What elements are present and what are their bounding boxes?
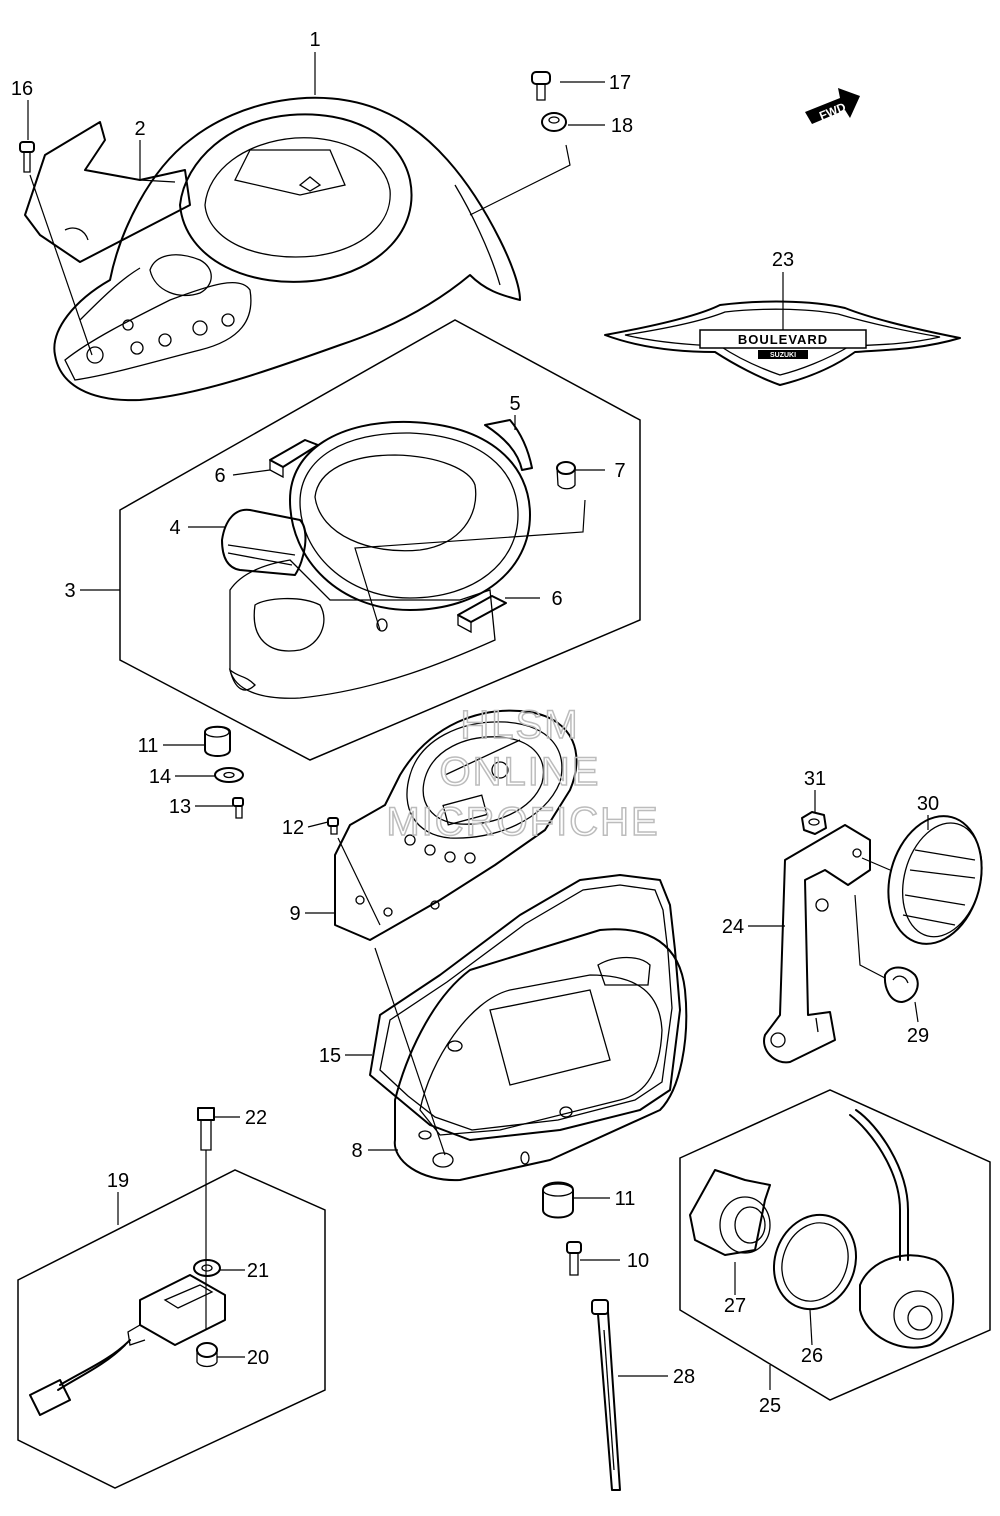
part-1-meter-cover xyxy=(53,96,521,402)
label-26: 26 xyxy=(801,1345,823,1367)
part-number-labels: 1 2 3 4 5 6 6 7 8 9 10 11 11 12 13 14 15… xyxy=(11,29,939,1417)
leader-12-to-8 xyxy=(374,947,446,1156)
label-23: 23 xyxy=(772,249,794,271)
label-24: 24 xyxy=(722,916,744,938)
part-29-clamp xyxy=(854,894,919,1003)
label-29: 29 xyxy=(907,1025,929,1047)
part-11-grommet-lower xyxy=(542,1181,574,1219)
part-28-cable-tie xyxy=(591,1299,621,1491)
part-6-cushion-lower xyxy=(457,595,507,634)
part-5-seal xyxy=(484,419,533,471)
label-11-upper: 11 xyxy=(138,735,159,757)
label-30: 30 xyxy=(917,793,939,815)
label-12: 12 xyxy=(282,817,304,839)
label-leaders xyxy=(27,52,929,1377)
part-23-emblem: BOULEVARD SUZUKI xyxy=(604,300,961,386)
label-6-lower: 6 xyxy=(551,588,562,610)
label-21: 21 xyxy=(247,1260,269,1282)
part-14-washer xyxy=(214,767,244,783)
part-3-meter-case xyxy=(228,420,531,699)
label-28: 28 xyxy=(673,1366,695,1388)
part-11-grommet-upper xyxy=(204,725,231,757)
label-11-lower: 11 xyxy=(615,1188,636,1210)
part-25-bulb-socket xyxy=(849,1109,955,1349)
part-26-ring xyxy=(772,1213,858,1311)
label-4: 4 xyxy=(169,517,180,539)
part-17-screw xyxy=(531,71,551,101)
label-8: 8 xyxy=(351,1140,362,1162)
label-25: 25 xyxy=(759,1395,781,1417)
label-17: 17 xyxy=(609,72,631,94)
label-6-upper: 6 xyxy=(214,465,225,487)
fwd-direction-arrow: FWD xyxy=(805,88,860,124)
label-7: 7 xyxy=(614,460,625,482)
part-31-nut xyxy=(801,811,827,835)
watermark-line1: HLSM xyxy=(460,703,579,747)
label-2: 2 xyxy=(134,118,145,140)
label-31: 31 xyxy=(804,768,826,790)
part-30-reflector xyxy=(861,815,983,945)
label-18: 18 xyxy=(611,115,633,137)
label-10: 10 xyxy=(627,1250,649,1272)
part-2-bracket xyxy=(24,121,191,263)
watermark: HLSM ONLINE MICROFICHE xyxy=(386,702,659,845)
label-20: 20 xyxy=(247,1347,269,1369)
label-27: 27 xyxy=(724,1295,746,1317)
watermark-line2: ONLINE xyxy=(440,750,601,794)
part-24-bracket xyxy=(763,824,871,1064)
label-9: 9 xyxy=(289,903,300,925)
label-19: 19 xyxy=(107,1170,129,1192)
emblem-subtext: SUZUKI xyxy=(770,352,796,359)
part-9-meter-unit xyxy=(334,709,578,941)
part-6-cushion-upper xyxy=(269,439,319,479)
label-16: 16 xyxy=(11,78,33,100)
watermark-line3: MICROFICHE xyxy=(386,800,659,844)
part-13-screw xyxy=(232,797,244,819)
part-16-screw xyxy=(19,141,93,356)
part-22-bolt xyxy=(197,1107,215,1330)
fwd-label: FWD xyxy=(817,100,848,123)
part-10-screw xyxy=(566,1241,582,1276)
part-20-collar xyxy=(196,1342,218,1368)
emblem-text: BOULEVARD xyxy=(738,332,828,347)
part-19-sensor xyxy=(29,1274,226,1416)
part-15-gasket xyxy=(369,874,681,1141)
part-8-lower-case xyxy=(393,928,688,1182)
part-18-grommet xyxy=(469,112,571,216)
label-1: 1 xyxy=(309,29,320,51)
label-3: 3 xyxy=(64,580,75,602)
part-21-collar xyxy=(193,1259,221,1277)
leader-26 xyxy=(809,1309,813,1346)
part-19-assembly-box xyxy=(17,1169,326,1489)
label-13: 13 xyxy=(169,796,191,818)
label-15: 15 xyxy=(319,1045,341,1067)
part-7-damper xyxy=(354,461,586,632)
label-5: 5 xyxy=(509,393,520,415)
part-27-socket-holder xyxy=(689,1169,771,1256)
part-4-pad xyxy=(221,508,307,576)
part-3-assembly-box xyxy=(119,319,641,761)
part-25-assembly-box xyxy=(679,1089,991,1401)
label-14: 14 xyxy=(149,766,171,788)
label-22: 22 xyxy=(245,1107,267,1129)
